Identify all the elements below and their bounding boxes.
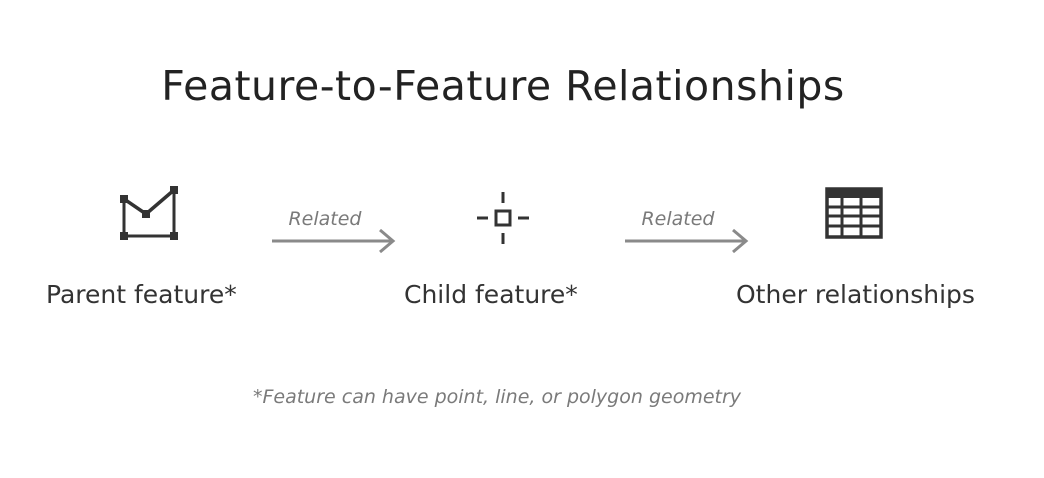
other-relationships-label: Other relationships	[736, 280, 975, 309]
arrow-right-icon	[272, 228, 396, 254]
point-geometry-icon	[477, 192, 529, 244]
footnote: *Feature can have point, line, or polygo…	[252, 386, 742, 408]
relationship-label-1: Related	[288, 208, 362, 230]
polygon-geometry-icon	[120, 186, 178, 240]
table-icon	[825, 187, 883, 239]
page-title: Feature-to-Feature Relationships	[161, 62, 845, 110]
parent-feature-label: Parent feature*	[46, 280, 237, 309]
relationship-label-2: Related	[641, 208, 715, 230]
arrow-right-icon	[625, 228, 749, 254]
child-feature-label: Child feature*	[404, 280, 578, 309]
